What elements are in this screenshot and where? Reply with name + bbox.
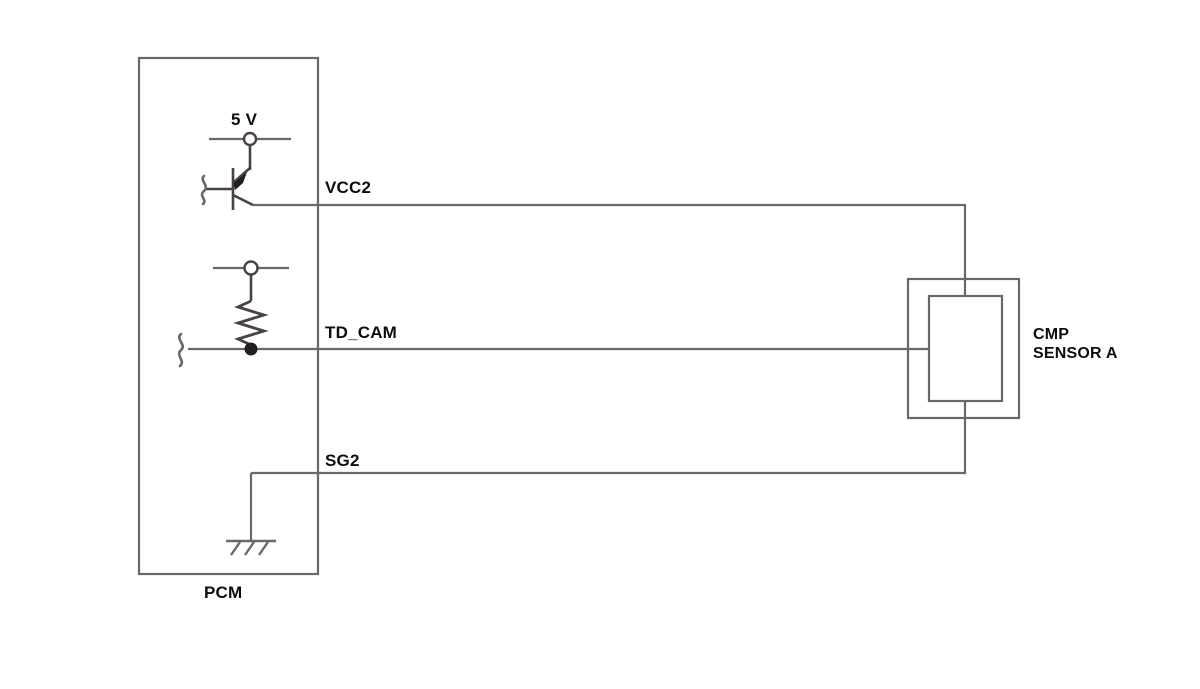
sensor-label-line-1: CMP [1033,326,1070,343]
sensor-inner-box [927,294,1004,403]
sensor-outer-box [906,277,1021,420]
ground-hatch-3 [258,541,269,556]
transistor-emitter-lead [232,167,251,184]
wire-break-squiggle-base-icon [200,174,208,206]
sensor-label-line-2: SENSOR A [1033,344,1118,362]
wire-sg2 [251,401,967,475]
resistor-zigzag-icon [233,299,269,347]
pullup-supply-node [243,260,259,276]
net-label-td-cam: TD_CAM [325,323,398,342]
ground-hatch-2 [244,541,255,556]
wire-break-squiggle-td-cam-icon [177,332,184,368]
junction-dot-td-cam [244,342,258,356]
transistor-collector-lead [232,193,254,207]
supply-node-5v [242,131,258,147]
supply-voltage-label: 5 V [231,110,258,129]
pcm-module-label: PCM [204,583,243,602]
net-label-vcc2: VCC2 [325,178,372,197]
wire-vcc2 [253,203,967,296]
net-label-sg2: SG2 [325,451,360,470]
transistor-emitter-arrow-icon [233,172,247,190]
pcm-enclosure-box [137,56,320,576]
ground-hatch-1 [230,541,241,556]
